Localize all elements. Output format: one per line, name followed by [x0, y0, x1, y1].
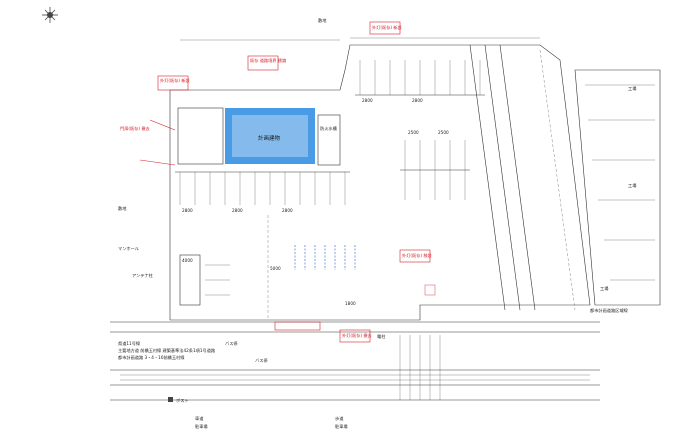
red-note-right: 外灯(既存) 移設 [402, 252, 433, 259]
utility-pole-label: 電柱 [377, 333, 386, 340]
dim-2800-a: 2800 [182, 208, 193, 213]
left-site-label: 敷地 [118, 205, 127, 212]
post-label: ポスト [176, 397, 189, 403]
dim-5000: 5000 [270, 266, 281, 271]
parking-left [179, 254, 230, 306]
road-right-note: 都市計画道路区域線 [590, 307, 629, 314]
dim-2800-b: 2800 [232, 208, 243, 213]
bottom-road [110, 321, 600, 401]
motorbike-parking [294, 245, 356, 270]
road-left-name: 県道11号線 [118, 340, 141, 347]
dim-2800-d: 2800 [362, 98, 373, 103]
road-right-diagonal [469, 44, 576, 311]
dim-2800-e: 2800 [412, 98, 423, 103]
plan-building-inner [232, 115, 308, 157]
parking-row-upper-right [355, 60, 485, 96]
red-note-sign: 外灯(既存) 新設 [372, 24, 403, 31]
bottom-road-label-1: 車道 [195, 415, 204, 422]
antenna-label: アンテナ柱 [132, 272, 154, 279]
red-note-top-left: 既存 道路境界 標識 [250, 57, 286, 64]
red-annotations [139, 21, 436, 343]
dim-2800-c: 2800 [282, 208, 293, 213]
factory-area [574, 69, 661, 306]
dim-1800: 1800 [345, 301, 356, 306]
fire-tank [317, 114, 341, 166]
bottom-label-left: 駐車場 [195, 423, 208, 430]
bottom-road-label-2: 歩道 [335, 415, 344, 422]
north-compass-icon [42, 7, 58, 23]
red-note-mid: 門扉(既存) 撤去 [120, 125, 150, 132]
left-building [177, 107, 224, 165]
red-note-fence: 外灯(既存) 新設 [160, 77, 191, 84]
red-note-bottom: 外灯(既存) 撤去 [342, 332, 372, 339]
bottom-label-right: 駐車場 [335, 423, 348, 430]
manhole-label: マンホール [118, 246, 139, 252]
dim-2500-b: 2500 [438, 130, 449, 135]
dim-4000: 4000 [182, 258, 193, 263]
factory-label-bottom: 工場 [600, 285, 609, 292]
post-icon [168, 397, 173, 402]
parking-row-lower [175, 171, 350, 205]
factory-label-mid: 工場 [628, 182, 637, 189]
dim-2500-a: 2500 [408, 130, 419, 135]
road-left-note1: 主要地方道 前橋玉村線 建築基準法42条1項1号道路 [118, 347, 216, 354]
bus-stop-label: バス停 [255, 357, 268, 364]
road-left-note2: 都市計画道路 3・4・16前橋玉村線 [118, 354, 185, 361]
bus-stop-sign-label: バス停 [225, 340, 238, 347]
plan-building-label: 計画建物 [258, 134, 281, 142]
parking-row-mid-right [400, 140, 470, 200]
factory-label-top: 工場 [628, 85, 637, 92]
fire-tank-label: 防火水槽 [320, 125, 338, 132]
site-boundary [169, 44, 591, 321]
top-site-label: 敷地 [318, 17, 327, 24]
